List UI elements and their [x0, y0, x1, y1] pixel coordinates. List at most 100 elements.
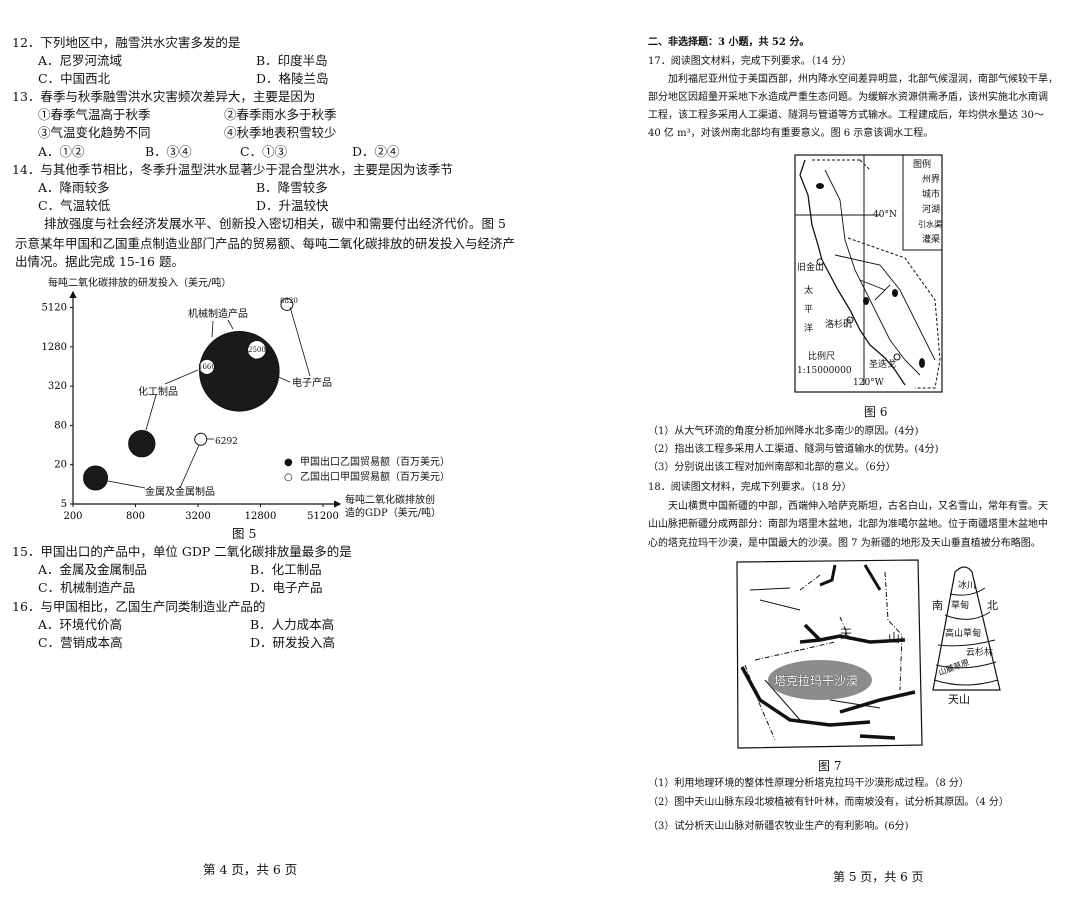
q17-sub-1: （1）从大气环流的角度分析加州降水北多南少的原因。(4分) [648, 426, 919, 437]
label-metals: 金属及金属制品 [145, 487, 215, 498]
q16-option-b: B．人力成本高 [250, 617, 335, 632]
bubble-jia-export [83, 465, 109, 491]
label-electronics: 电子产品 [292, 378, 332, 389]
q15-option-a: A．金属及金属制品 [38, 562, 148, 577]
legend-item: 甲国出口乙国贸易额（百万美元） [300, 457, 450, 468]
y-tick-label: 1280 [42, 342, 67, 353]
y-tick-label: 5120 [42, 303, 67, 314]
passage-line: 出情况。据此完成 15-16 题。 [15, 254, 184, 269]
q13-option-b: B．③④ [145, 144, 192, 159]
legend-open-marker: ○ [284, 472, 293, 483]
bubble-jia-export [128, 430, 156, 458]
q17-passage-line: 加利福尼亚州位于美国西部，州内降水空间差异明显，北部气候湿润，南部气候较干旱， [668, 74, 1058, 85]
page-footer-right: 第 5 页，共 6 页 [833, 870, 924, 884]
bubble-chart: 200 800 3200 12800 51200 5 20 80 320 1280 5120 [42, 290, 342, 522]
figure-5-caption: 图 5 [232, 526, 257, 541]
q17-sub-3: （3）分别说出该工程对加州南部和北部的意义。（6分） [648, 462, 896, 473]
page-footer-left: 第 4 页，共 6 页 [203, 862, 298, 877]
rivers-canals [824, 169, 936, 376]
lake-icon [816, 183, 824, 189]
y-tick-label: 20 [54, 460, 67, 471]
q17-sub-2: （2）指出该工程多采用人工渠道、隧洞与管道输水的优势。(4分) [648, 444, 939, 455]
q17-passage-line: 工程，该工程多采用人工渠道、隧洞与管道等方式输水。工程建成后，年均供水量达 30… [648, 110, 1044, 121]
q14-option-b: B．降雪较多 [256, 180, 328, 195]
map6-ocean-label: 平 [804, 305, 814, 315]
map6-legend-item: 州界 [922, 175, 941, 185]
value-8820: 8820 [280, 297, 298, 305]
map7-tian-label: 天 [840, 627, 853, 641]
x-tick-label: 51200 [307, 511, 339, 522]
profile-north-label: 北 [987, 599, 998, 612]
y-tick-label: 320 [48, 381, 67, 392]
q12-option-c: C．中国西北 [38, 71, 111, 86]
map6-scale-label: 比例尺 [808, 352, 836, 362]
map6-scale-value: 1:15000000 [797, 366, 852, 376]
value-6292: 6292 [215, 437, 238, 447]
q18-sub-3: （3）试分析天山山脉对新疆农牧业生产的有利影响。(6分) [648, 821, 909, 832]
q13-item-1: ①春季气温高于秋季 [38, 107, 151, 122]
q16-option-d: D．研发投入高 [250, 635, 336, 650]
y-tick-label: 5 [61, 499, 67, 510]
map6-lon-label: 120°W [853, 378, 884, 388]
figure-7-caption: 图 7 [818, 759, 842, 773]
q18-stem: 18．阅读图文材料，完成下列要求。（18 分） [648, 482, 852, 493]
q16-option-c: C．营销成本高 [38, 635, 123, 650]
q13-option-c: C．①③ [240, 144, 288, 159]
value-16605: 16605 [198, 363, 221, 371]
map6-city-label: 圣迭戈 [869, 360, 897, 370]
leader-lines [107, 306, 311, 489]
legend-item: 乙国出口甲国贸易额（百万美元） [300, 472, 450, 483]
chart-x-axis-title-1: 每吨二氧化碳排放创 [345, 495, 435, 506]
map6-city-label: 洛杉矶 [825, 320, 853, 330]
q18-passage-line: 天山横贯中国新疆的中部，西端伸入哈萨克斯坦，古名白山，又名雪山，常年有雪。天 [668, 501, 1048, 512]
map7-desert-label: 塔克拉玛干沙漠 [774, 674, 859, 688]
q13-stem: 13．春季与秋季融雪洪水灾害频次差异大，主要是因为 [12, 89, 316, 104]
q13-option-d: D．②④ [352, 144, 400, 159]
chart-x-axis-title-2: 造的GDP（美元/吨） [345, 508, 442, 519]
q13-option-a: A．①② [38, 144, 85, 159]
x-tick-label: 200 [63, 511, 82, 522]
map7-shan-label: 山 [888, 631, 901, 645]
map6-city-label: 旧金山 [797, 263, 825, 273]
q15-stem: 15．甲国出口的产品中，单位 GDP 二氧化碳排放量最多的是 [12, 544, 352, 559]
bubble-yi-export [194, 432, 208, 446]
q12-option-d: D．格陵兰岛 [256, 71, 329, 86]
q18-sub-1: （1）利用地理环境的整体性原理分析塔克拉玛干沙漠形成过程。（8 分） [648, 778, 969, 789]
map6-ocean-label: 洋 [804, 324, 814, 334]
q13-item-3: ③气温变化趋势不同 [38, 125, 151, 140]
bubble-yi-export [198, 358, 215, 375]
q12-stem: 12．下列地区中，融雪洪水灾害多发的是 [12, 35, 241, 50]
map6-legend-item: 灌渠 [922, 235, 941, 245]
x-tick-label: 12800 [245, 511, 277, 522]
q17-passage-line: 40 亿 m³，对该州南北部均有重要意义。图 6 示意该调水工程。 [648, 128, 934, 139]
profile-zone-label: 云杉林 [966, 648, 994, 658]
q16-stem: 16．与甲国相比，乙国生产同类制造业产品的 [12, 599, 266, 614]
q15-option-d: D．电子产品 [250, 580, 323, 595]
profile-zone-label: 冰川 [958, 581, 977, 591]
y-tick-label: 80 [54, 420, 67, 431]
map6-ocean-label: 太 [804, 286, 814, 296]
q12-option-a: A．尼罗河流域 [38, 53, 123, 68]
profile-zone-label: 山麓草原 [937, 657, 971, 678]
q14-option-c: C．气温较低 [38, 198, 111, 213]
map6-legend-item: 引水渠 [918, 220, 942, 229]
q18-passage-line: 山山脉把新疆分成两部分：南部为塔里木盆地，北部为准噶尔盆地。位于南疆塔里木盆地中 [648, 519, 1048, 530]
q14-option-d: D．升温较快 [256, 198, 329, 213]
bubble-yi-export [247, 340, 267, 360]
passage-line: 排放强度与社会经济发展水平、创新投入密切相关，碳中和需要付出经济代价。图 5 [44, 216, 506, 231]
map6-legend-item: 城市 [922, 190, 941, 200]
map6-legend-title: 图例 [913, 160, 932, 170]
q18-sub-2: （2）图中天山山脉东段北坡植被有针叶林，而南坡没有，试分析其原因。（4 分） [648, 797, 1009, 808]
q14-stem: 14．与其他季节相比，冬季升温型洪水显著少于混合型洪水，主要是因为该季节 [12, 162, 453, 177]
x-tick-label: 3200 [185, 511, 210, 522]
chart-y-axis-title: 每吨二氧化碳排放的研发投入（美元/吨） [48, 278, 232, 289]
label-machinery: 机械制造产品 [188, 309, 248, 320]
q15-option-c: C．机械制造产品 [38, 580, 136, 595]
x-tick-label: 800 [126, 511, 145, 522]
q13-item-2: ②春季雨水多于秋季 [224, 107, 337, 122]
q17-stem: 17．阅读图文材料，完成下列要求。（14 分） [648, 56, 852, 67]
q15-option-b: B．化工制品 [250, 562, 322, 577]
profile-zone-label: 高山草甸 [945, 629, 982, 639]
map6-legend-item: 河湖 [922, 205, 941, 215]
map6-lat-label: 40°N [873, 210, 897, 220]
